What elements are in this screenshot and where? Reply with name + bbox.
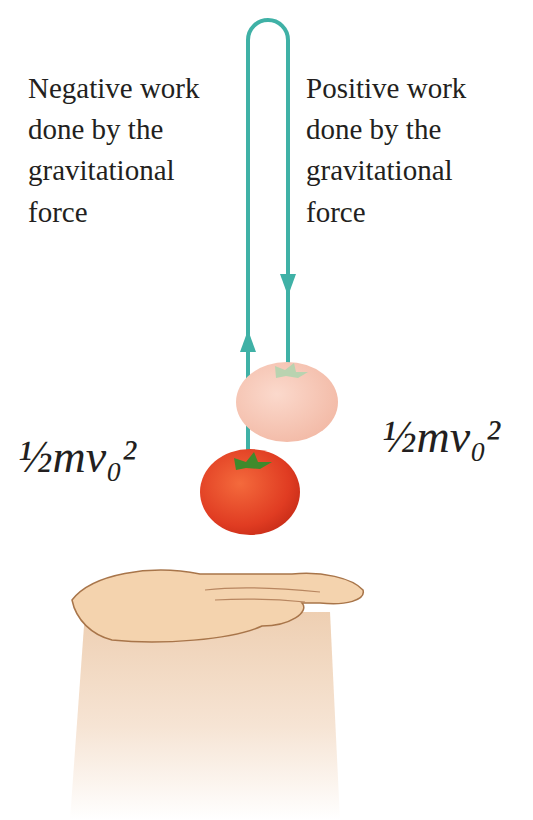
kinetic-energy: ½mv₀² bbox=[18, 432, 136, 483]
arrowhead-down bbox=[280, 274, 296, 296]
tomato-stem bbox=[234, 452, 272, 470]
finger-crease bbox=[215, 599, 305, 602]
work-note: Negative work done by the gravitational … bbox=[28, 68, 218, 233]
arrowhead-up bbox=[240, 330, 256, 352]
tomato-rising bbox=[200, 449, 300, 535]
tomato-falling bbox=[236, 362, 338, 442]
kinetic-energy: ½mv₀² bbox=[382, 412, 500, 463]
work-note: Positive work done by the gravitational … bbox=[306, 68, 506, 233]
finger-crease bbox=[205, 588, 320, 592]
tomato-stem bbox=[275, 363, 308, 378]
hand bbox=[72, 570, 363, 642]
arm bbox=[70, 612, 340, 820]
